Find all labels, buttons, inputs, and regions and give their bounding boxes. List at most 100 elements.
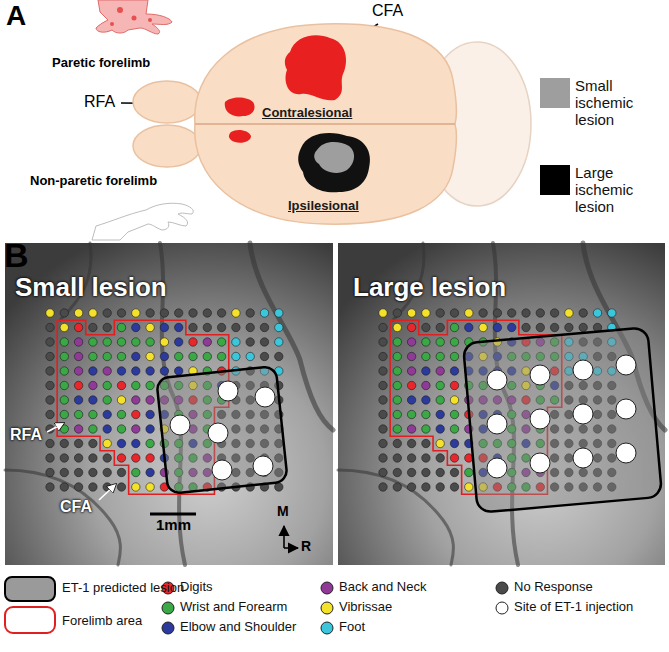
response-dot — [117, 439, 125, 447]
legend-swatch — [321, 622, 333, 634]
blood-vessel — [250, 243, 333, 430]
response-dot — [436, 410, 444, 418]
response-dot — [550, 323, 558, 331]
response-dot — [60, 309, 68, 317]
response-dot — [246, 323, 254, 331]
predicted-lesion — [156, 366, 287, 494]
response-dot — [146, 309, 154, 317]
injection-site — [487, 414, 507, 434]
response-dot — [232, 309, 240, 317]
response-dot — [203, 352, 211, 360]
legend-swatch — [162, 602, 174, 614]
legend-text: No Response — [514, 580, 593, 595]
response-dot — [117, 367, 125, 375]
response-dot — [379, 381, 387, 389]
injection-site — [170, 381, 275, 480]
response-dot — [407, 454, 415, 462]
limb-label: Paretic forelimb — [52, 56, 150, 71]
response-dot — [436, 352, 444, 360]
response-dot — [422, 410, 430, 418]
response-dot — [117, 381, 125, 389]
paretic-paw — [96, 0, 172, 34]
response-dot — [146, 468, 154, 476]
brain-drawing — [125, 22, 535, 228]
response-dot — [536, 309, 544, 317]
response-dot — [407, 367, 415, 375]
response-dot — [260, 309, 268, 317]
legend-text: Large ischemic lesion — [575, 165, 665, 215]
legend-swatch — [540, 78, 570, 108]
legend-swatch — [321, 602, 333, 614]
response-dot — [393, 410, 401, 418]
response-dot — [275, 323, 283, 331]
response-dot — [436, 425, 444, 433]
legend-text: ET-1 predicted lesion — [62, 581, 184, 596]
response-dot — [260, 338, 268, 346]
response-dot — [189, 309, 197, 317]
response-dot — [422, 396, 430, 404]
limb-label: Non-paretic forelimb — [30, 174, 157, 189]
orientation-arrow — [283, 526, 285, 548]
non-paretic-paw — [92, 203, 193, 240]
response-dot — [46, 367, 54, 375]
legend-text: Forelimb area — [62, 614, 142, 629]
response-dot — [260, 352, 268, 360]
legend-swatch — [496, 602, 508, 614]
brain-part — [225, 98, 255, 117]
response-dot — [379, 309, 387, 317]
response-dot — [436, 309, 444, 317]
response-dot — [132, 323, 140, 331]
response-dot — [160, 352, 168, 360]
response-dot — [565, 309, 573, 317]
brain-part — [285, 35, 346, 100]
response-dot — [246, 352, 254, 360]
response-dot — [175, 367, 183, 375]
response-dot — [203, 323, 211, 331]
response-dot — [436, 483, 444, 491]
legend-swatch — [540, 78, 570, 108]
response-dot — [422, 323, 430, 331]
response-dot — [160, 338, 168, 346]
response-dot — [450, 352, 458, 360]
legend-swatch — [162, 622, 174, 634]
response-dot — [407, 483, 415, 491]
brain-part — [195, 123, 455, 125]
response-dot — [46, 396, 54, 404]
panel-b-arrow — [99, 484, 116, 500]
response-dot — [46, 381, 54, 389]
brain-part — [133, 125, 201, 167]
response-dot — [422, 352, 430, 360]
response-dot — [275, 483, 283, 491]
brain-outline: ContralesionalIpsilesional — [125, 22, 535, 228]
injection-site — [573, 404, 593, 424]
response-dot — [203, 338, 211, 346]
legend-swatch — [321, 602, 333, 614]
response-dot — [393, 468, 401, 476]
response-dot — [60, 410, 68, 418]
response-dot — [117, 396, 125, 404]
legend-text: Back and Neck — [339, 580, 426, 595]
response-dot — [103, 367, 111, 375]
response-dot — [46, 439, 54, 447]
response-dot — [74, 367, 82, 375]
injection-site — [487, 355, 636, 478]
response-dot — [117, 425, 125, 433]
response-dot — [89, 381, 97, 389]
response-dot — [536, 323, 544, 331]
response-dot — [74, 425, 82, 433]
response-dot — [465, 309, 473, 317]
injection-site — [487, 458, 507, 478]
response-dot — [146, 338, 154, 346]
response-dot — [132, 425, 140, 433]
response-dot — [450, 483, 458, 491]
response-dot — [422, 454, 430, 462]
scale-bar — [150, 513, 196, 516]
cortex-photo — [338, 243, 665, 565]
response-dot — [160, 309, 168, 317]
response-dot — [146, 367, 154, 375]
legend-swatch — [162, 622, 174, 634]
response-dot — [407, 338, 415, 346]
blood-vessel — [5, 243, 665, 565]
response-dot — [175, 352, 183, 360]
panel-letter: B — [4, 236, 29, 274]
